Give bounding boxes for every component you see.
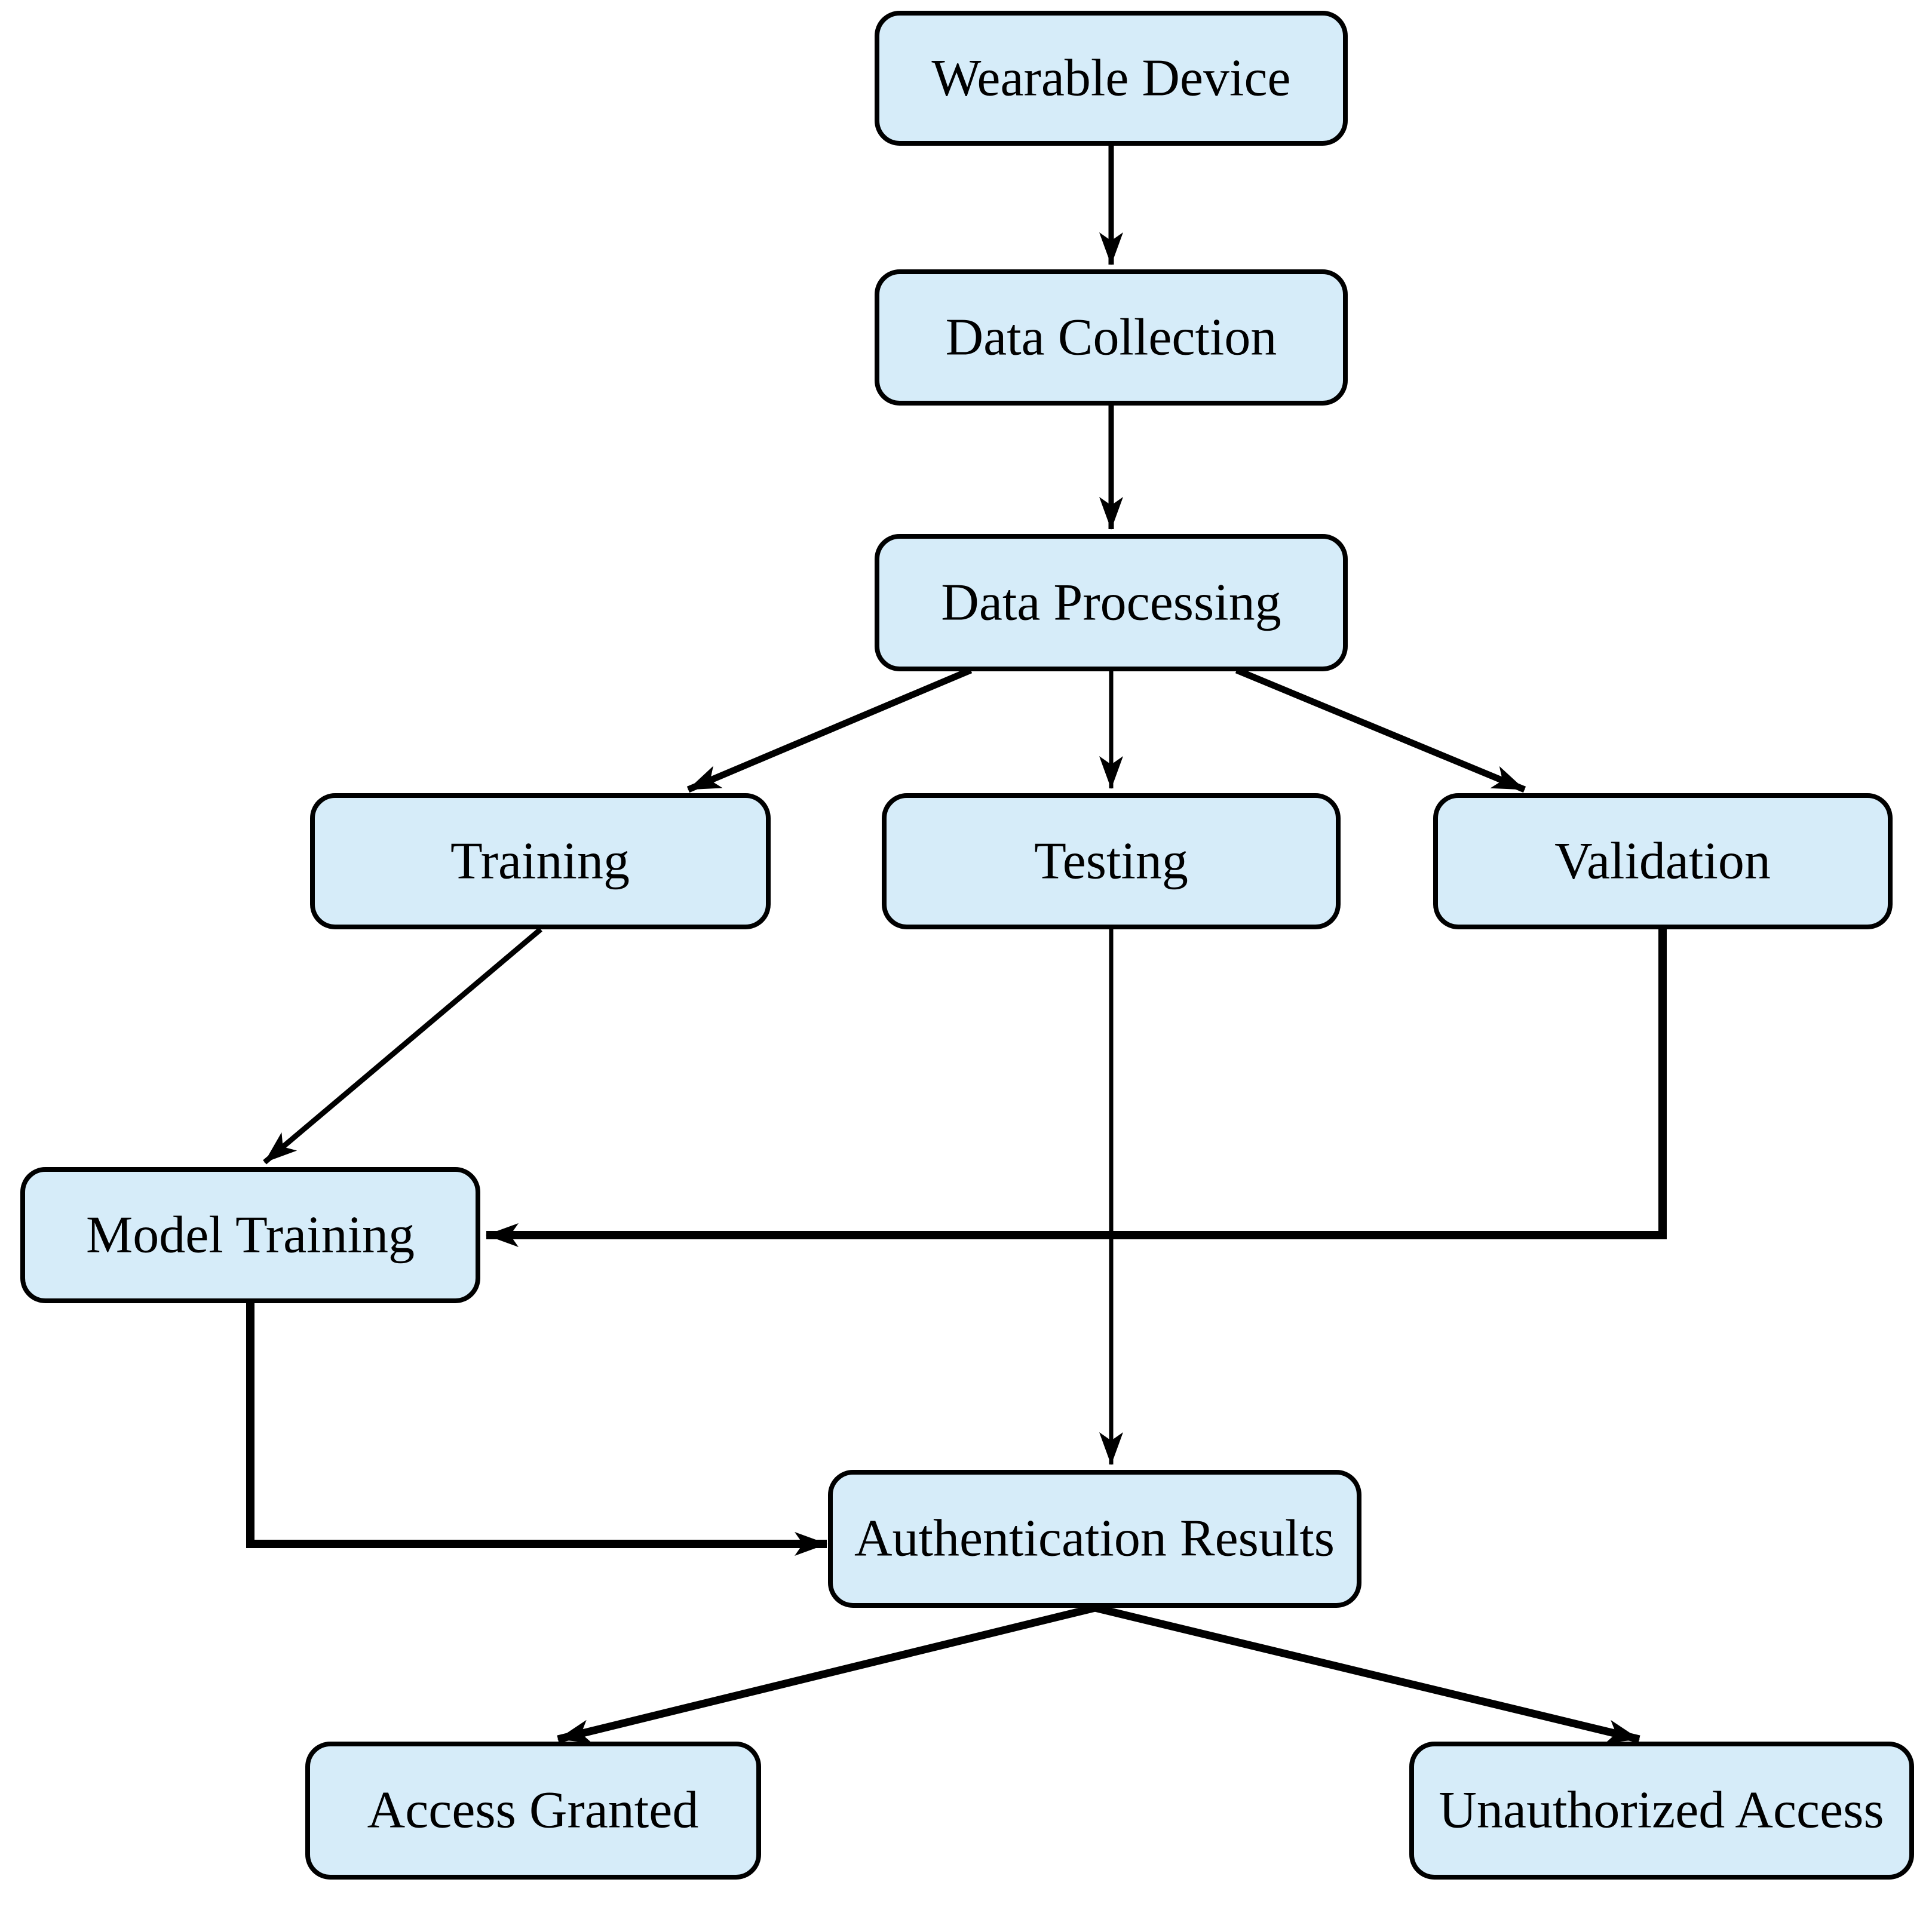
node-unauthorized-access-box (1409, 1742, 1914, 1880)
node-validation: Validation (1433, 793, 1893, 929)
edge-model-training-to-authentication-results (246, 1303, 827, 1556)
node-wearable-device: Wearable Device (875, 11, 1348, 146)
node-training: Training (310, 793, 771, 929)
node-wearable-device-label: Wearable Device (931, 50, 1290, 108)
node-model-training-label: Model Training (86, 1206, 415, 1264)
node-training-label: Training (450, 833, 630, 891)
node-testing: Testing (882, 793, 1341, 929)
node-wearable-device-box (875, 11, 1348, 146)
edge-training-to-model-training (263, 927, 542, 1165)
node-unauthorized-access-label: Unauthorized Access (1439, 1782, 1884, 1840)
node-access-granted-label: Access Granted (367, 1782, 699, 1840)
node-validation-box (1433, 793, 1893, 929)
edge-validation-to-model-training (486, 929, 1667, 1247)
node-authentication-results: Authentication Results (828, 1470, 1361, 1608)
node-testing-box (882, 793, 1341, 929)
node-testing-label: Testing (1034, 833, 1188, 891)
edge-authentication-results-to-unauthorized-access (1094, 1604, 1640, 1743)
node-validation-label: Validation (1554, 833, 1771, 891)
node-access-granted-box (305, 1742, 761, 1880)
edge-authentication-results-to-access-granted (557, 1604, 1096, 1743)
node-model-training: Model Training (20, 1167, 480, 1303)
nodes: Wearable Device Data Collection Data Pro… (20, 11, 1914, 1880)
edge-data-processing-to-training (686, 667, 973, 793)
node-access-granted: Access Granted (305, 1742, 761, 1880)
node-data-collection-label: Data Collection (946, 309, 1277, 367)
node-authentication-results-box (828, 1470, 1361, 1608)
node-data-collection: Data Collection (875, 269, 1348, 406)
node-data-collection-box (875, 269, 1348, 406)
node-data-processing: Data Processing (875, 534, 1348, 671)
node-unauthorized-access: Unauthorized Access (1409, 1742, 1914, 1880)
node-training-box (310, 793, 771, 929)
edge-data-processing-to-validation (1235, 667, 1526, 793)
node-data-processing-label: Data Processing (941, 574, 1281, 632)
edges (246, 146, 1667, 1743)
node-data-processing-box (875, 534, 1348, 671)
node-authentication-results-label: Authentication Results (854, 1510, 1335, 1568)
node-model-training-box (20, 1167, 480, 1303)
